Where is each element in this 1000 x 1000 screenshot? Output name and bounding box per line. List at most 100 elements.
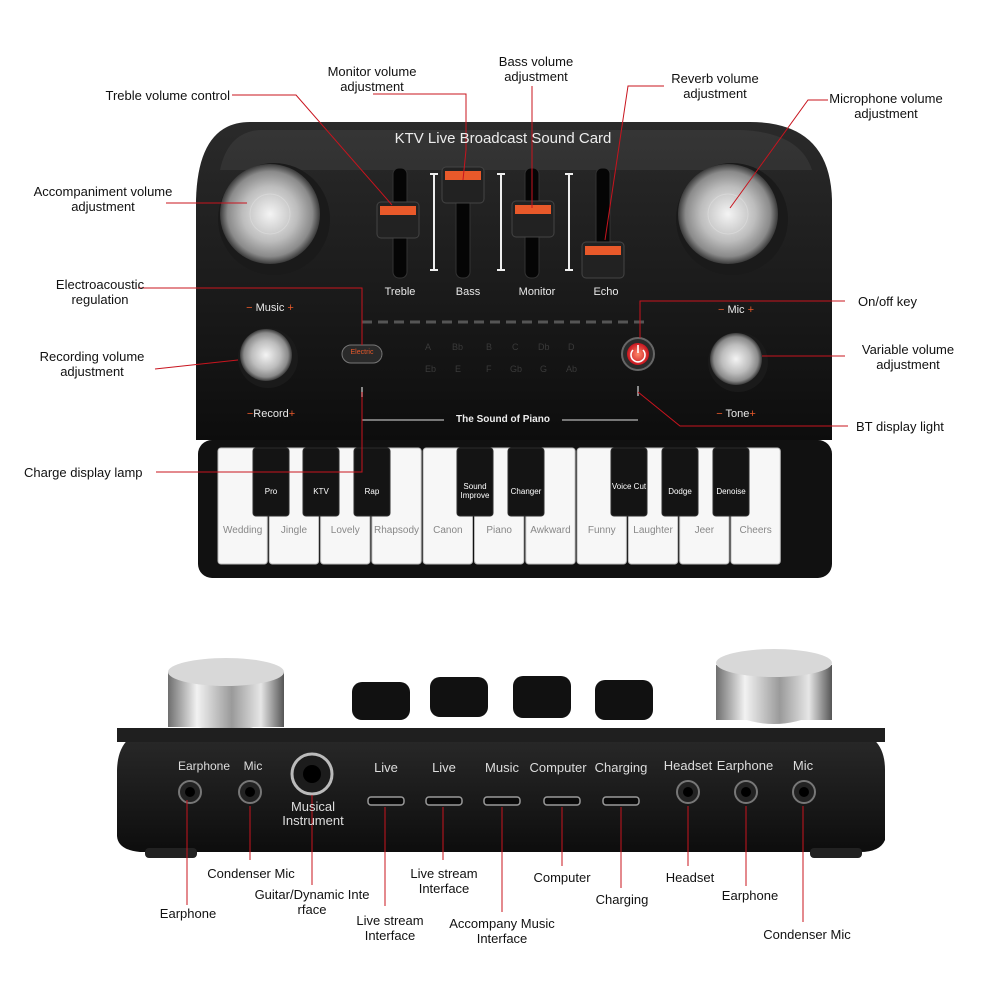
black-key[interactable] [353,447,391,517]
port-label: Mic [243,759,263,773]
accompaniment-volume-knob[interactable] [220,164,320,264]
white-key-label: Awkward [530,525,571,536]
recording-volume-knob[interactable] [240,329,292,381]
bottom-leader-lines [186,795,804,922]
tone-knob [710,333,762,385]
black-key[interactable] [610,447,648,517]
recording-knob [240,329,292,381]
black-key-label: Rap [364,487,380,496]
microphone-knob [678,164,778,264]
tone-volume-knob[interactable] [710,333,762,385]
white-key-label: Jeer [694,525,715,536]
white-key-label: Laughter [633,525,673,536]
bass-fader-cap [441,166,485,204]
electric-button[interactable]: Electric [350,349,374,356]
piano-label: The Sound of Piano [456,414,550,425]
back-fader-3 [513,676,571,718]
callout-guitar: Guitar/Dynamic Inte rface [254,887,370,917]
svg-text:C: C [512,342,519,352]
svg-text:A: A [425,342,431,352]
port-label: Computer [529,760,587,775]
svg-text:G: G [540,364,547,374]
callout-electroacoustic: Electroacoustic regulation [55,277,145,307]
svg-text:D: D [568,342,575,352]
back-fader-2 [430,677,488,717]
callout-charging: Charging [595,892,649,907]
callout-earphone-left: Earphone [159,906,217,921]
callout-accompany: Accompany Music Interface [449,916,555,946]
callout-condenser-left: Condenser Mic [207,866,295,881]
fader-label-bass: Bass [455,286,481,298]
back-fader-4 [595,680,653,720]
callout-variable: Variable volume adjustment [861,342,955,372]
callout-live2: Live stream Interface [410,866,478,896]
monitor-fader-cap [511,200,555,238]
port-label: Earphone [716,758,774,773]
callout-charge-lamp: Charge display lamp [24,465,143,480]
fader-label-echo: Echo [593,286,619,298]
black-key-label: Voice Cut [611,482,647,491]
port-label: Live [432,760,456,775]
tone-label: − Tone+ [716,408,756,420]
port-label: Mic [792,758,814,773]
black-key-label: Sound Improve [460,482,490,500]
black-key[interactable] [302,447,340,517]
callout-monitor: Monitor volume adjustment [327,64,417,94]
black-keys [252,447,750,517]
black-key-label: Dodge [668,487,692,496]
top-leader-lines [138,85,848,473]
record-label: −Record+ [246,408,296,420]
port-label: Music [485,760,519,775]
port-label: Musical Instrument [282,799,344,828]
callout-condenser-right: Condenser Mic [763,927,851,942]
black-key[interactable] [456,447,494,517]
svg-text:Ab: Ab [566,364,577,374]
white-key-label: Piano [486,525,512,536]
callout-recording: Recording volume adjustment [39,349,145,379]
music-label: − Music + [246,302,294,314]
callout-reverb: Reverb volume adjustment [671,71,759,101]
svg-text:Eb: Eb [425,364,436,374]
port-label: Charging [594,760,648,775]
white-key-label: Wedding [223,525,263,536]
svg-text:B: B [486,342,492,352]
white-key-label: Jingle [280,525,308,536]
black-key-label: Denoise [716,487,746,496]
port-jacks [178,752,816,804]
port-label: Headset [663,758,713,773]
microphone-volume-knob[interactable] [678,164,778,264]
device-back-body [117,730,885,852]
callout-computer: Computer [533,870,591,885]
callout-live1: Live stream Interface [356,913,424,943]
svg-text:Bb: Bb [452,342,463,352]
callout-bass: Bass volume adjustment [498,54,574,84]
black-key-label: KTV [313,487,329,496]
callout-onoff: On/off key [858,294,918,309]
svg-text:E: E [455,364,461,374]
callout-headset: Headset [665,870,715,885]
callout-microphone: Microphone volume adjustment [829,91,943,121]
power-button[interactable] [622,338,654,370]
white-key-label: Lovely [330,525,360,536]
callout-accompaniment: Accompaniment volume adjustment [33,184,173,214]
black-key[interactable] [661,447,699,517]
callout-treble: Treble volume control [105,88,230,103]
white-key-label: Rhapsody [374,525,420,536]
treble-fader-cap [376,201,420,239]
svg-text:Db: Db [538,342,550,352]
black-key-label: Pro [264,487,278,496]
callout-earphone-right: Earphone [721,888,779,903]
callout-bt-light: BT display light [856,419,944,434]
svg-text:F: F [486,364,492,374]
white-key-label: Funny [587,525,616,536]
black-key[interactable] [712,447,750,517]
bottom-device [117,649,885,858]
port-label: Live [374,760,398,775]
port-label: Earphone [177,759,231,773]
black-key[interactable] [507,447,545,517]
echo-fader-cap [581,241,625,279]
device-title: KTV Live Broadcast Sound Card [394,130,612,147]
black-key[interactable] [252,447,290,517]
